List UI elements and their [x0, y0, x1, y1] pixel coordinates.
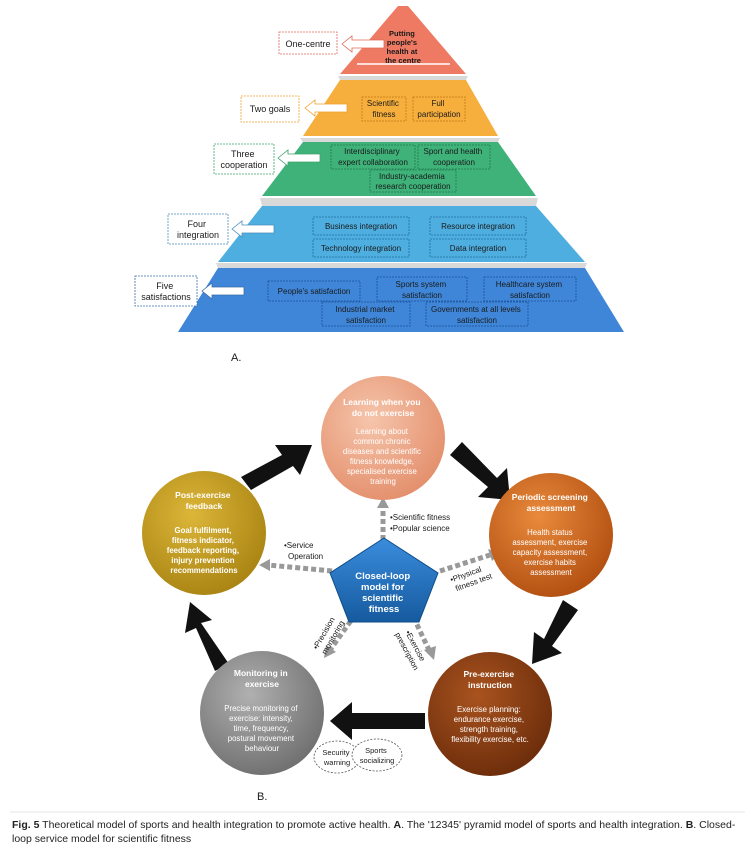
arrow-learning-to-screening [450, 442, 510, 500]
coop-industry-academia: Industry-academia research cooperation [375, 172, 450, 191]
pyramid-tier-1 [340, 6, 466, 74]
coop-sport-health: Sport and health cooperation [424, 147, 485, 167]
goal-scientific-fitness: Scientific fitness [367, 99, 401, 119]
center-label: Closed-loop model for scientific fitness [355, 571, 413, 615]
svg-text:Five satisfactions: Five satisfactions [141, 281, 191, 302]
pyramid-tier-5 [178, 268, 624, 332]
goal-full-participation: Full participation [417, 99, 460, 119]
node-learning: Learning when you do not exercise Learni… [321, 376, 445, 500]
coop-interdisciplinary: Interdisciplinary expert collaboration [338, 147, 408, 167]
node-body: Health status assessment, exercise capac… [512, 528, 589, 577]
caption-panel-a: A [393, 819, 402, 831]
satisfaction-sports-system: Sports system satisfaction [396, 280, 449, 300]
node-title: Learning when you do not exercise [343, 397, 423, 418]
svg-text:Four integration: Four integration [177, 219, 219, 240]
panel-label-b: B. [257, 791, 267, 803]
arrow-monitoring-to-feedback [185, 602, 229, 671]
center-pentagon [329, 537, 439, 623]
node-title: Monitoring in exercise [234, 668, 290, 689]
apex-line: people's [387, 38, 417, 47]
caption-fig-label: Fig. 5 [12, 819, 40, 831]
level-label-five-satisfactions: Five satisfactions [134, 275, 245, 307]
integration-business: Business integration [325, 222, 397, 231]
link-label-left: •Service Operation [284, 541, 323, 561]
integration-technology: Technology integration [321, 244, 401, 253]
satisfaction-industrial-market: Industrial market satisfaction [335, 305, 396, 325]
arrow-screening-to-preexercise [532, 600, 578, 664]
hollow-arrow-icon [304, 99, 348, 117]
node-pre-exercise: Pre-exercise instruction Exercise planni… [428, 652, 552, 776]
pyramid-tier-4 [218, 206, 585, 262]
node-body: Precise monitoring of exercise: intensit… [224, 704, 299, 753]
apex-line: the centre [385, 56, 421, 65]
closed-loop-diagram: •Scientific fitness •Popular science •Ph… [142, 376, 613, 803]
link-label-top: •Scientific fitness •Popular science [390, 513, 452, 533]
bubble-sports-socializing: Sports socializing [351, 738, 403, 772]
integration-data: Data integration [450, 244, 506, 253]
panel-label-a: A. [231, 352, 241, 364]
caption-text: Theoretical model of sports and health i… [39, 819, 394, 831]
node-screening: Periodic screening assessment Health sta… [489, 473, 613, 597]
node-feedback: Post-exercise feedback Goal fulfilment, … [142, 471, 266, 595]
node-title: Pre-exercise instruction [464, 669, 517, 690]
hollow-arrow-icon [341, 35, 385, 53]
svg-text:One-centre: One-centre [285, 39, 330, 49]
caption-text: . The '12345' pyramid model of sports an… [401, 819, 686, 831]
pyramid-apex-text: Putting people's health at the centre [385, 29, 421, 65]
pyramid-diagram: Putting people's health at the centre Sc… [134, 6, 624, 364]
arrow-feedback-to-learning [241, 445, 312, 490]
arrow-preexercise-to-monitoring [330, 702, 425, 740]
node-body: Exercise planning: endurance exercise, s… [451, 705, 529, 744]
satisfaction-governments: Governments at all levels satisfaction [431, 305, 523, 325]
svg-text:Three cooperation: Three cooperation [220, 149, 267, 170]
svg-text:Two goals: Two goals [250, 104, 291, 114]
node-title: Post-exercise feedback [175, 490, 233, 511]
node-body: Learning about common chronic diseases a… [343, 427, 423, 486]
level-label-one-centre: One-centre [278, 31, 385, 55]
apex-line: Putting [389, 29, 415, 38]
link-label-bottom-right: •Exercise prescription [393, 626, 429, 671]
caption-panel-b: B [685, 819, 694, 831]
node-body: Goal fulfilment, fitness indicator, feed… [167, 526, 242, 575]
hollow-arrow-icon [231, 220, 275, 238]
hollow-arrow-icon [277, 149, 321, 167]
cycle-arrows [185, 442, 578, 740]
level-label-two-goals: Two goals [240, 95, 348, 123]
hollow-arrow-icon [201, 282, 245, 300]
figure-caption: Fig. 5 Theoretical model of sports and h… [12, 818, 747, 846]
pyramid-tier-2 [303, 80, 498, 136]
apex-line: health at [387, 47, 418, 56]
integration-resource: Resource integration [441, 222, 515, 231]
node-title: Periodic screening assessment [512, 492, 590, 513]
caption-text: . Closed-loop service model for scientif… [12, 819, 736, 845]
svg-text:Security warning: Security warning [322, 748, 351, 767]
svg-text:Sports socializing: Sports socializing [360, 746, 395, 765]
level-label-four-integration: Four integration [167, 213, 275, 245]
satisfaction-people: People's satisfaction [278, 287, 351, 296]
level-label-three-cooperation: Three cooperation [213, 143, 321, 175]
node-monitoring: Monitoring in exercise Precise monitorin… [200, 651, 324, 775]
satisfaction-healthcare: Healthcare system satisfaction [496, 280, 564, 300]
